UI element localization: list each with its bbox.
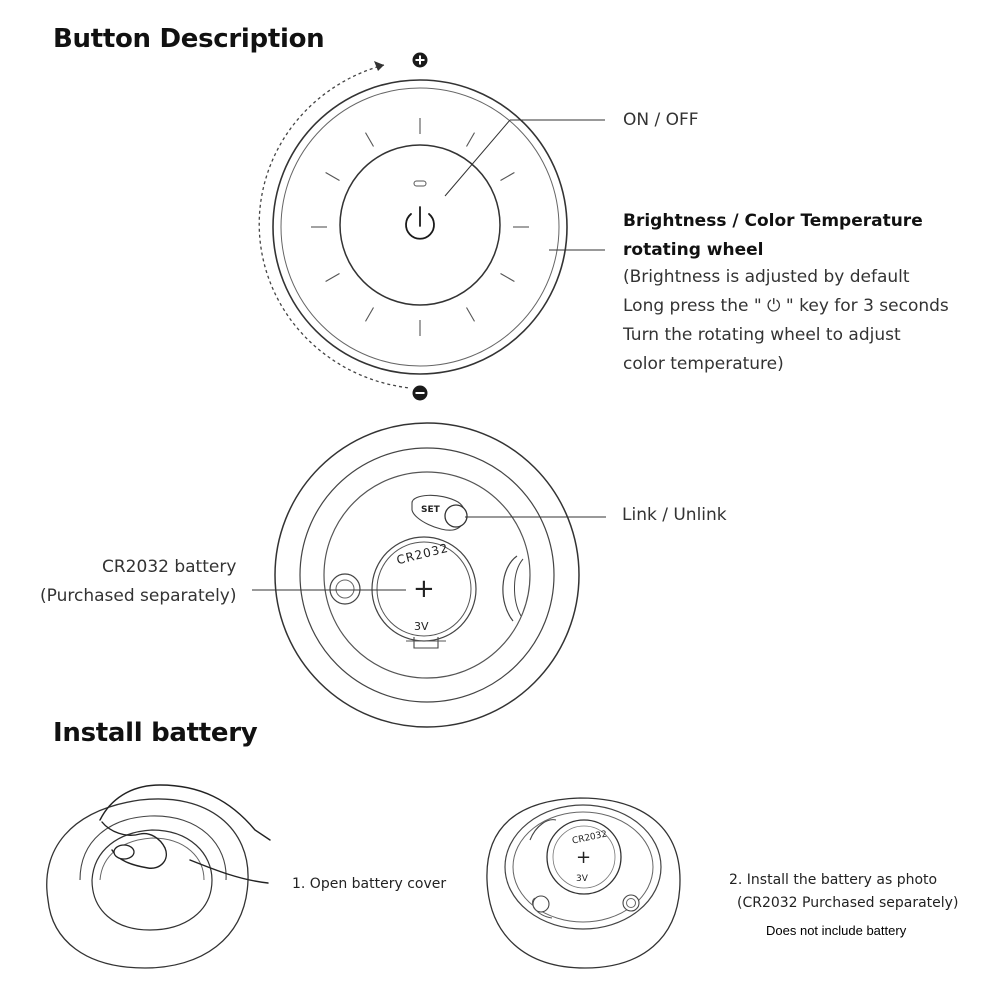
rotation-arrow-icon (374, 61, 384, 71)
wheel-desc-line: Turn the rotating wheel to adjust (623, 325, 901, 345)
wheel-desc-line: Long press the " ⏻ " key for 3 seconds (623, 296, 949, 316)
thumb-nail-icon (113, 844, 135, 860)
battery-label-line1: CR2032 battery (102, 557, 237, 577)
small-battery-cell (546, 819, 622, 895)
install-battery-title: Install battery (53, 718, 258, 748)
back-middle-ring (299, 447, 555, 703)
button-description-title: Button Description (53, 24, 325, 54)
on-off-label: ON / OFF (623, 110, 699, 130)
dial-inner-ring (280, 87, 560, 367)
battery-clip (413, 637, 439, 649)
small-screw-icon (622, 894, 640, 912)
puck-inner-ring (91, 829, 213, 931)
side-notch (502, 555, 518, 622)
set-button (444, 504, 468, 528)
small-side-notch (529, 819, 557, 841)
small-battery-plus-icon: + (576, 847, 592, 868)
wheel-desc-line: color temperature) (623, 354, 784, 374)
indicator-led (413, 180, 427, 187)
wheel-title-line1: Brightness / Color Temperature (623, 211, 923, 231)
wheel-description: (Brightness is adjusted by default Long … (623, 263, 949, 379)
wheel-desc-line: (Brightness is adjusted by default (623, 267, 910, 287)
rotation-arc (258, 64, 411, 389)
battery-plus-icon: + (413, 574, 435, 604)
battery-label-line2: (Purchased separately) (40, 586, 237, 606)
step2-note: Does not include battery (766, 923, 907, 938)
step1-label: 1. Open battery cover (292, 876, 447, 892)
link-unlink-label: Link / Unlink (622, 505, 727, 525)
screw-icon (329, 573, 361, 605)
back-inner-ring (323, 471, 531, 679)
on-off-callout-line (444, 119, 511, 197)
puck-base (46, 798, 249, 969)
step2-label-line2: (CR2032 Purchased separately) (737, 895, 959, 911)
battery-cell (376, 541, 472, 637)
set-label: SET (421, 505, 440, 515)
power-icon (405, 206, 435, 240)
battery-voltage-text: 3V (414, 620, 429, 633)
hand-icon (99, 784, 271, 884)
dial-tick-marks (311, 118, 529, 336)
open-puck-rim (504, 804, 662, 930)
small-battery-voltage: 3V (576, 874, 588, 884)
wheel-title-line2: rotating wheel (623, 240, 764, 260)
step2-label-line1: 2. Install the battery as photo (729, 872, 938, 888)
